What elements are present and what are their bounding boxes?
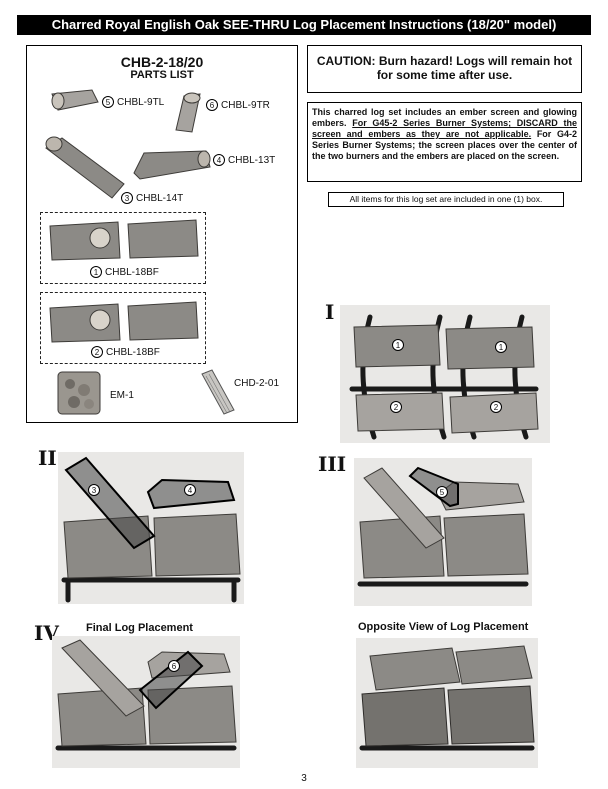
caution-line-1: CAUTION: Burn hazard! Logs will remain h… — [316, 54, 573, 68]
step-1-marker: 2 — [490, 401, 502, 413]
part-label-6: 6 CHBL-9TR — [206, 99, 270, 111]
step-2-marker: 3 — [88, 484, 100, 496]
step-1-marker: 2 — [390, 401, 402, 413]
part-number-circle: 5 — [102, 96, 114, 108]
part-code: EM-1 — [110, 390, 134, 401]
step-4-photo: 6 — [52, 636, 240, 768]
part-label-2: 2 CHBL-18BF — [91, 346, 160, 358]
parts-list-box — [26, 45, 298, 423]
step-label-2: II — [38, 446, 57, 470]
log-image-chbl-14t — [45, 136, 125, 199]
part-number-circle: 1 — [90, 266, 102, 278]
step-3-photo: 5 — [354, 458, 532, 606]
part-code: CHD-2-01 — [234, 378, 280, 389]
step-3-marker: 5 — [436, 486, 448, 498]
part-code: CHBL-18BF — [105, 266, 159, 278]
single-box-note: All items for this log set are included … — [328, 192, 564, 207]
log-image-chbl-9tl — [51, 89, 99, 111]
page-title: Charred Royal English Oak SEE-THRU Log P… — [17, 15, 591, 35]
parts-model-title: CHB-2-18/20 — [120, 54, 204, 70]
step-1-marker: 1 — [495, 341, 507, 353]
part-label-chd-2-01: CHD-2-01 — [234, 378, 279, 389]
part-code: CHBL-18BF — [106, 346, 160, 358]
part-group-1 — [40, 212, 206, 284]
parts-list-subtitle: PARTS LIST — [130, 69, 194, 81]
part-code: CHBL-13T — [228, 154, 276, 166]
part-number-circle: 3 — [121, 192, 133, 204]
part-label-1: 1 CHBL-18BF — [90, 266, 159, 278]
part-group-2 — [40, 292, 206, 364]
part-label-4: 4 CHBL-13T — [213, 154, 275, 166]
part-code: CHBL-9TL — [117, 96, 165, 108]
step-2-marker: 4 — [184, 484, 196, 496]
instructions-box: This charred log set includes an ember s… — [307, 102, 582, 182]
info-text-2: For G4-2 Series Burner Systems; the scre… — [312, 129, 577, 161]
log-image-chbl-9tr — [175, 92, 201, 133]
step-4-marker: 6 — [168, 660, 180, 672]
ember-screen-image — [201, 369, 235, 415]
part-code: CHBL-9TR — [221, 99, 270, 111]
step-1-photo: 1 1 2 2 — [340, 305, 550, 443]
info-text-1: This charred log set includes an ember s… — [312, 107, 577, 128]
log-image-chbl-13t — [133, 150, 211, 180]
ember-bag-image — [57, 371, 101, 415]
page-number: 3 — [301, 773, 307, 784]
part-code: CHBL-14T — [136, 192, 184, 204]
step-2-photo: 3 4 — [58, 452, 244, 604]
part-number-circle: 6 — [206, 99, 218, 111]
log-image-chbl-18bf-1 — [49, 219, 199, 261]
part-label-em-1: EM-1 — [110, 390, 134, 401]
part-number-circle: 2 — [91, 346, 103, 358]
part-label-5: 5 CHBL-9TL — [102, 96, 164, 108]
opposite-view-title: Opposite View of Log Placement — [358, 621, 529, 633]
final-placement-title: Final Log Placement — [86, 622, 193, 634]
opposite-view-photo — [356, 638, 538, 768]
part-number-circle: 4 — [213, 154, 225, 166]
log-image-chbl-18bf-2 — [49, 301, 199, 343]
step-label-3: III — [318, 452, 347, 476]
caution-box: CAUTION: Burn hazard! Logs will remain h… — [307, 45, 582, 93]
step-1-marker: 1 — [392, 339, 404, 351]
caution-line-2: for some time after use. — [376, 68, 513, 82]
part-label-3: 3 CHBL-14T — [121, 192, 183, 204]
info-text-discard: For G45-2 Series Burner Systems; DISCARD… — [312, 118, 577, 139]
step-label-1: I — [325, 300, 335, 324]
